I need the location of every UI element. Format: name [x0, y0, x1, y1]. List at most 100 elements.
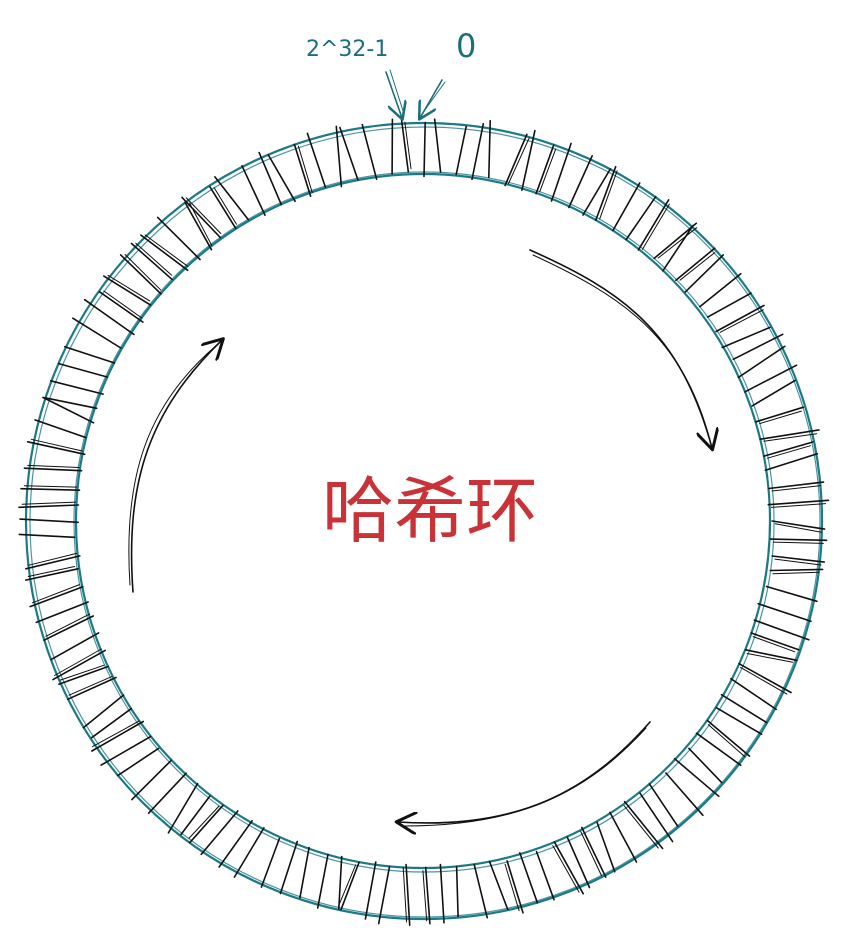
ring-tick [535, 144, 555, 195]
ring-tick [57, 362, 108, 378]
ring-tick [147, 772, 187, 815]
ring-tick [214, 176, 250, 221]
ring-tick [715, 706, 763, 736]
ring-tick [594, 165, 617, 221]
ring-tick-sketch [746, 653, 794, 663]
ring-tick [609, 811, 638, 863]
ring-tick [648, 783, 679, 828]
ring-tick [455, 125, 468, 176]
arrow-bottom [398, 721, 651, 823]
ring-tick [339, 126, 359, 181]
ring-tick-sketch [27, 552, 78, 566]
ring-tick [260, 837, 281, 888]
ring-tick [771, 520, 826, 530]
ring-tick [637, 199, 670, 251]
ring-tick [26, 440, 86, 456]
ring-tick [181, 196, 222, 239]
ring-tick [98, 290, 144, 323]
ring-tick-sketch [92, 720, 140, 748]
ring-tick [582, 168, 612, 216]
ring-tick [91, 720, 144, 752]
label-pointers [385, 69, 446, 118]
ring-tick [218, 819, 253, 868]
ring-tick [673, 757, 720, 798]
ring-tick-sketch [23, 485, 78, 488]
ring-tick [19, 518, 79, 524]
ring-tick [100, 735, 152, 766]
ring-tick [50, 632, 100, 661]
ring-tick-sketch [719, 309, 764, 333]
ring-tick [769, 538, 828, 542]
ring-tick [433, 118, 442, 173]
ring-tick-sketch [539, 148, 557, 193]
ring-tick [580, 826, 607, 879]
ring-tick [744, 648, 798, 662]
ring-tick [764, 452, 819, 472]
ring-tick-sketch [297, 145, 313, 193]
ring-tick-sketch [774, 523, 822, 533]
ring-tick [233, 827, 265, 878]
ring-tick [767, 481, 825, 490]
ring-tick [424, 866, 431, 925]
ring-tick [518, 852, 539, 904]
ring-tick [361, 123, 378, 180]
ring-tick [49, 379, 104, 395]
ring-tick [293, 143, 312, 197]
ring-tick-sketch [657, 227, 698, 259]
ring-tick [755, 406, 805, 423]
ring-tick [400, 118, 410, 173]
ring-tick [340, 861, 360, 911]
ring-tick [721, 326, 771, 349]
ring-tick [90, 707, 132, 739]
ring-tick [140, 234, 189, 272]
ring-tick [24, 555, 81, 570]
ring-tick [241, 165, 266, 216]
ring-tick-sketch [740, 666, 788, 695]
ring-tick-sketch [422, 870, 428, 922]
ring-tick-sketch [774, 558, 822, 566]
ring-tick [103, 275, 152, 306]
label-max-value: 2^32-1 [306, 37, 388, 62]
ring-tick-sketch [31, 584, 80, 604]
ring-tick [750, 632, 800, 651]
ring-tick-sketch [772, 541, 824, 544]
ring-tick [765, 585, 818, 603]
ring-tick [688, 747, 723, 784]
ring-tick-sketch [508, 137, 530, 184]
ring-tick [455, 865, 459, 918]
direction-arrows [128, 249, 712, 826]
ring-tick [72, 317, 122, 349]
ring-tick [119, 254, 162, 295]
ring-tick [82, 694, 125, 729]
ring-tick-sketch [188, 805, 220, 839]
ring-tick [335, 125, 343, 188]
ring-tick-sketch [679, 252, 716, 281]
ring-tick [364, 861, 377, 920]
ring-tick [473, 863, 489, 919]
diagram-title: 哈希环 [322, 469, 538, 553]
ring-tick-sketch [759, 410, 802, 425]
ring-ticks [18, 118, 830, 927]
ring-tick-sketch [27, 566, 76, 577]
ring-tick-sketch [27, 464, 80, 468]
ring-tick-sketch [763, 433, 818, 442]
ring-tick [156, 216, 201, 261]
ring-tick [131, 759, 172, 801]
ring-tick [209, 186, 237, 230]
ring-tick [64, 345, 116, 364]
ring-tick [20, 487, 81, 492]
ring-tick [612, 182, 641, 232]
ring-tick [23, 467, 83, 472]
ring-tick [706, 292, 752, 318]
ring-tick [506, 860, 524, 914]
ring-tick [58, 665, 109, 686]
ring-tick [715, 304, 765, 333]
ring-inner [74, 172, 772, 870]
ring-tick [487, 119, 492, 179]
ring-tick [751, 379, 796, 407]
ring-tick-sketch [642, 203, 670, 250]
ring-tick [337, 855, 343, 910]
ring-tick [167, 782, 199, 834]
ring-tick [759, 429, 820, 441]
